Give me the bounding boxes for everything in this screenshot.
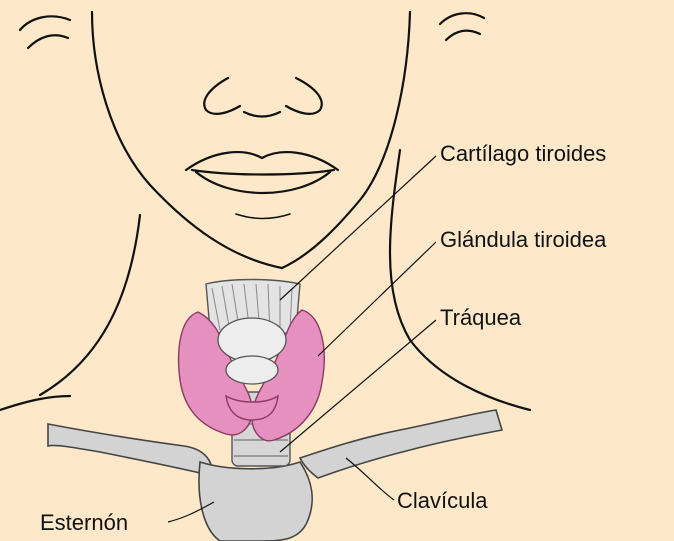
sternum-bone — [199, 462, 312, 541]
chin-line — [236, 214, 290, 219]
face-outline — [20, 12, 484, 268]
nose-right — [286, 78, 322, 114]
left-clavicle — [48, 424, 212, 476]
mouth-line — [192, 170, 334, 175]
upper-lip — [186, 152, 338, 170]
right-clavicle — [300, 410, 502, 478]
left-neck-line — [40, 215, 140, 395]
left-ear — [20, 16, 70, 48]
leader-clavicle — [346, 458, 394, 500]
leader-cartilage — [280, 156, 436, 300]
leader-gland — [318, 242, 436, 356]
left-shoulder-line — [0, 396, 70, 410]
label-clavicle: Clavícula — [397, 490, 487, 512]
label-thyroid-gland: Glándula tiroidea — [440, 229, 606, 251]
right-ear — [440, 13, 484, 40]
label-thyroid-cartilage: Cartílago tiroides — [440, 143, 606, 165]
larynx-detail — [218, 318, 286, 384]
label-trachea: Tráquea — [440, 307, 521, 329]
right-neck-line — [390, 150, 530, 410]
nose-left — [204, 78, 240, 114]
label-sternum: Esternón — [40, 512, 128, 534]
left-jaw-line — [92, 12, 282, 268]
nose-tip — [244, 112, 280, 117]
